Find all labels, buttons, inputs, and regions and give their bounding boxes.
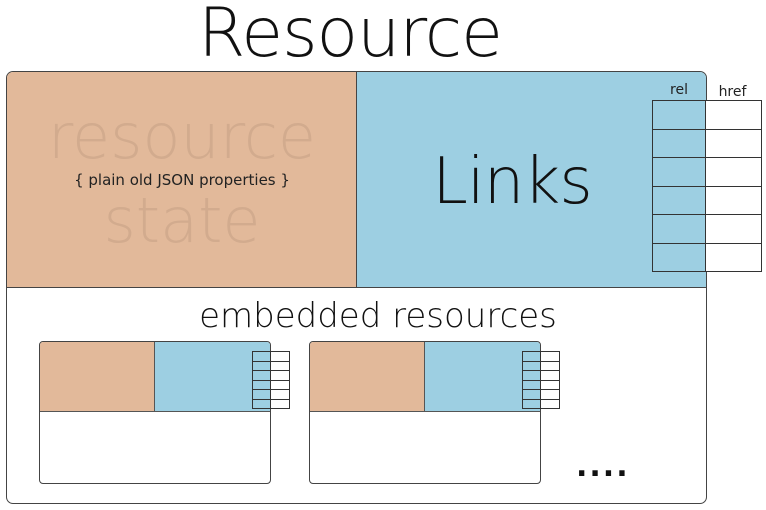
link-table-cell (652, 214, 706, 244)
resource-state-area: resource state { plain old JSON properti… (7, 72, 357, 288)
mini-link-table-cell (252, 389, 271, 400)
mini-link-table-cell (252, 351, 271, 362)
link-table-cell (705, 242, 762, 272)
embedded-resource-2-link-table (522, 351, 560, 409)
link-table-cell (705, 214, 762, 244)
rel-column-header: rel (670, 82, 688, 98)
mini-link-table-cell (522, 389, 541, 400)
mini-link-table-row (522, 360, 560, 371)
mini-link-table-cell (540, 351, 560, 362)
embedded-resource-2 (309, 341, 541, 484)
mini-link-table-cell (540, 389, 560, 400)
href-column-header: href (718, 84, 747, 100)
mini-link-table-row (522, 370, 560, 381)
link-table-cell (652, 128, 706, 158)
link-table-cell (652, 157, 706, 187)
link-table-row (652, 214, 762, 244)
embedded-resource-1-link-table (252, 351, 290, 409)
link-table-cell (652, 100, 706, 130)
link-table (652, 100, 762, 272)
mini-link-table-row (522, 389, 560, 400)
mini-link-table-cell (522, 351, 541, 362)
mini-link-table-cell (252, 379, 271, 390)
mini-link-table-cell (270, 379, 290, 390)
mini-link-table-cell (270, 370, 290, 381)
embedded-resource-1-links (155, 342, 270, 412)
link-table-row (652, 185, 762, 215)
links-area: Links (357, 72, 706, 288)
mini-link-table-cell (270, 351, 290, 362)
mini-link-table-row (522, 398, 560, 409)
embedded-resource-1-state (40, 342, 155, 412)
mini-link-table-row (522, 351, 560, 362)
mini-link-table-row (252, 370, 290, 381)
state-watermark-resource: resource (47, 100, 317, 173)
link-table-cell (705, 100, 762, 130)
embedded-resources-label: embedded resources (199, 296, 557, 336)
state-watermark-state: state (103, 184, 261, 257)
mini-link-table-row (252, 379, 290, 390)
embedded-resource-1 (39, 341, 271, 484)
mini-link-table-row (522, 379, 560, 390)
links-label: Links (432, 145, 592, 219)
mini-link-table-cell (540, 360, 560, 371)
mini-link-table-cell (540, 370, 560, 381)
mini-link-table-row (252, 351, 290, 362)
link-table-row (652, 128, 762, 158)
link-table-row (652, 157, 762, 187)
mini-link-table-cell (540, 379, 560, 390)
embedded-resource-2-state (310, 342, 425, 412)
link-table-row (652, 242, 762, 272)
mini-link-table-row (252, 398, 290, 409)
link-table-row (652, 100, 762, 130)
mini-link-table-cell (540, 398, 560, 409)
link-table-cell (705, 157, 762, 187)
diagram-title: Resource (198, 0, 503, 73)
mini-link-table-cell (522, 370, 541, 381)
link-table-cell (652, 185, 706, 215)
mini-link-table-cell (522, 398, 541, 409)
state-caption: { plain old JSON properties } (74, 171, 290, 189)
mini-link-table-cell (522, 379, 541, 390)
mini-link-table-cell (252, 398, 271, 409)
mini-link-table-cell (270, 398, 290, 409)
mini-link-table-cell (252, 370, 271, 381)
mini-link-table-cell (270, 360, 290, 371)
mini-link-table-cell (252, 360, 271, 371)
more-embedded-ellipsis: .... (576, 449, 630, 484)
embedded-resource-2-links (425, 342, 540, 412)
link-table-cell (705, 128, 762, 158)
mini-link-table-row (252, 389, 290, 400)
mini-link-table-row (252, 360, 290, 371)
mini-link-table-cell (522, 360, 541, 371)
link-table-cell (705, 185, 762, 215)
resource-box: resource state { plain old JSON properti… (6, 71, 707, 504)
link-table-cell (652, 242, 706, 272)
mini-link-table-cell (270, 389, 290, 400)
